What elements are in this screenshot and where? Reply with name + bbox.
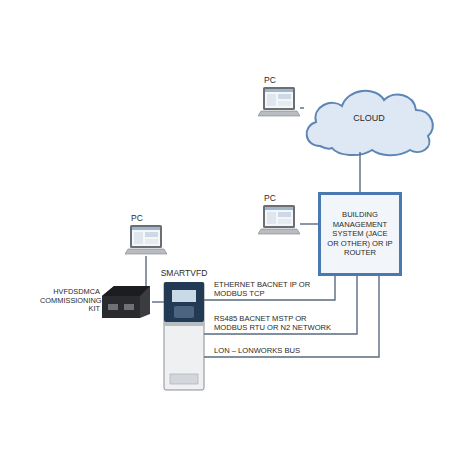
drive-top	[164, 282, 204, 322]
laptop-screen	[132, 227, 160, 246]
screen-panel	[145, 239, 158, 244]
laptop-lid	[263, 205, 295, 228]
network-line	[204, 276, 335, 300]
network-label: LON – LONWORKS BUS	[214, 346, 332, 355]
screen-panel	[267, 94, 276, 106]
drive-stripe	[164, 322, 204, 326]
cloud-outline	[307, 91, 433, 155]
laptop-base	[125, 249, 167, 254]
laptop-base	[258, 229, 300, 234]
screen-panel	[278, 94, 291, 99]
drive-vent	[170, 374, 198, 384]
kit-port	[108, 304, 118, 310]
kit-illustration	[100, 282, 152, 320]
laptop-illustration	[258, 86, 300, 118]
kit-top	[102, 286, 150, 296]
laptop-screen	[265, 207, 293, 226]
system-box: BUILDING MANAGEMENT SYSTEM (JACE OR OTHE…	[318, 192, 402, 276]
screen-bar	[265, 89, 293, 92]
kit-node: HVFDSDMCA COMMISSIONING KIT	[40, 282, 152, 320]
cloud-node: CLOUD	[298, 80, 440, 160]
pc-label: PC	[131, 214, 143, 223]
network-line	[145, 256, 146, 286]
network-label: RS485 BACNET MSTP OR MODBUS RTU OR N2 NE…	[214, 314, 332, 332]
drive-display	[172, 290, 196, 302]
screen-bar	[132, 227, 160, 230]
kit-case	[102, 286, 150, 318]
network-line	[300, 107, 304, 108]
network-line	[204, 276, 357, 334]
screen-panel	[267, 212, 276, 224]
screen-panel	[278, 219, 291, 224]
cloud-label: CLOUD	[298, 114, 440, 123]
vfd-node: SMARTVFD	[160, 268, 208, 392]
network-line	[300, 223, 318, 224]
drive-illustration	[160, 282, 208, 392]
pc-node: PC	[258, 194, 300, 236]
network-line	[204, 276, 379, 357]
laptop-screen	[265, 89, 293, 108]
laptop-base	[258, 111, 300, 116]
laptop-lid	[263, 87, 295, 110]
device-label: HVFDSDMCA COMMISSIONING KIT	[40, 288, 100, 314]
laptop-illustration	[125, 224, 167, 256]
pc-label: PC	[264, 76, 276, 85]
laptop-illustration	[258, 204, 300, 236]
network-label: ETHERNET BACNET IP OR MODBUS TCP	[214, 280, 332, 298]
drive-body	[164, 282, 204, 390]
pc-label: PC	[264, 194, 276, 203]
screen-bar	[265, 207, 293, 210]
device-label: SMARTVFD	[154, 269, 214, 278]
kit-front	[102, 296, 140, 318]
screen-panel	[278, 212, 291, 217]
laptop-lid	[130, 225, 162, 248]
screen-panel	[278, 101, 291, 106]
pc-node: PC	[258, 76, 300, 118]
screen-panel	[145, 232, 158, 237]
network-line	[359, 152, 360, 192]
drive-keypad	[174, 306, 194, 318]
kit-port	[124, 304, 134, 310]
pc-node: PC	[125, 214, 167, 256]
network-line	[152, 301, 164, 302]
system-label: BUILDING MANAGEMENT SYSTEM (JACE OR OTHE…	[327, 210, 393, 258]
screen-panel	[134, 232, 143, 244]
